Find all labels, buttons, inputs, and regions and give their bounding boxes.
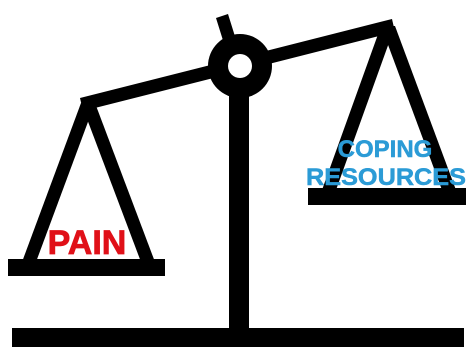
right-pan xyxy=(308,188,466,205)
scale-base xyxy=(12,328,464,347)
left-pan-hanger-side xyxy=(22,103,95,262)
left-pan-hanger xyxy=(81,103,155,262)
pivot-hole xyxy=(228,54,252,78)
right-pan-hanger-side xyxy=(322,26,395,190)
resources-label: RESOURCES xyxy=(306,164,466,191)
right-pan-hanger xyxy=(381,26,456,190)
scale-post xyxy=(229,66,249,330)
coping-label: COPING xyxy=(338,136,433,163)
pain-label: PAIN xyxy=(48,224,127,262)
left-pan xyxy=(8,259,165,276)
